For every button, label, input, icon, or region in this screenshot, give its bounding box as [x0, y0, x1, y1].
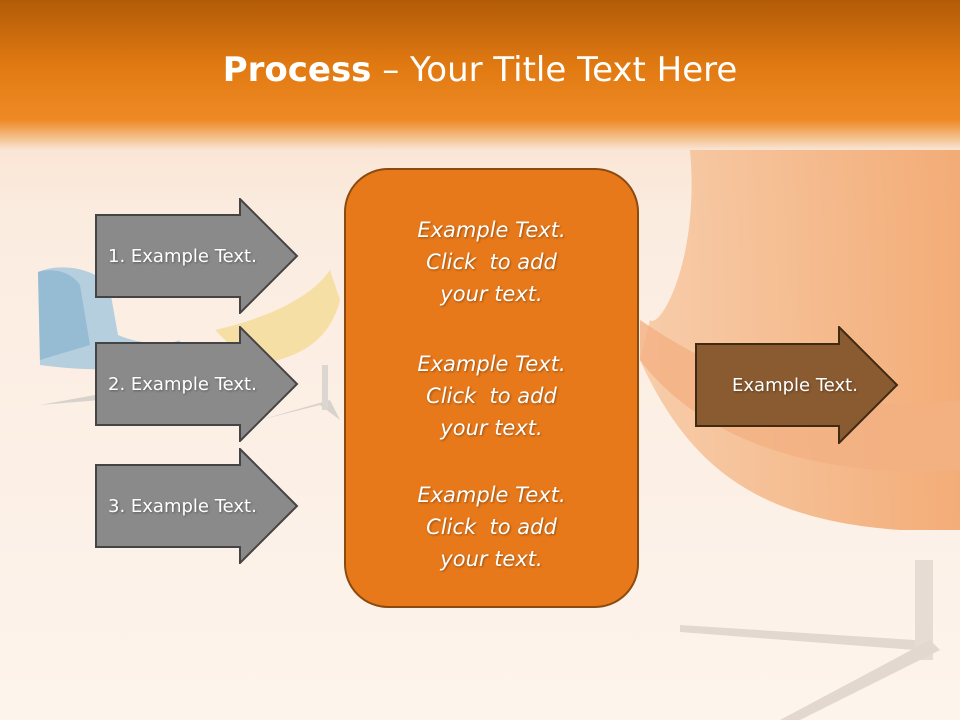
center-line: Example Text.	[417, 352, 566, 376]
arrow-shape-icon	[95, 448, 299, 564]
title-bar	[0, 0, 960, 150]
center-line: Click to add	[426, 384, 557, 408]
result-arrow[interactable]: Example Text.	[695, 326, 900, 444]
step-arrow-1[interactable]: 1. Example Text.	[95, 198, 300, 314]
step-arrow-2[interactable]: 2. Example Text.	[95, 326, 300, 442]
step-label: 1. Example Text.	[108, 245, 257, 267]
arrow-shape-icon	[95, 198, 299, 314]
slide-title[interactable]: Process – Your Title Text Here	[0, 50, 960, 90]
step-label: 3. Example Text.	[108, 495, 257, 517]
title-bold: Process	[222, 50, 372, 90]
center-text-block-1: Example Text. Click to add your text.	[346, 214, 637, 310]
arrow-shape-icon	[95, 326, 299, 442]
title-rest: – Your Title Text Here	[371, 50, 738, 90]
center-text-block-3: Example Text. Click to add your text.	[346, 479, 637, 575]
center-line: your text.	[440, 282, 543, 306]
arrow-shape-icon	[695, 326, 899, 444]
step-label: 2. Example Text.	[108, 373, 257, 395]
center-process-box[interactable]: Example Text. Click to add your text. Ex…	[344, 168, 639, 608]
center-line: Example Text.	[417, 218, 566, 242]
center-line: Click to add	[426, 515, 557, 539]
center-line: Example Text.	[417, 483, 566, 507]
step-arrow-3[interactable]: 3. Example Text.	[95, 448, 300, 564]
result-label: Example Text.	[732, 374, 858, 396]
center-line: your text.	[440, 547, 543, 571]
center-line: your text.	[440, 416, 543, 440]
center-text-block-2: Example Text. Click to add your text.	[346, 348, 637, 444]
center-line: Click to add	[426, 250, 557, 274]
